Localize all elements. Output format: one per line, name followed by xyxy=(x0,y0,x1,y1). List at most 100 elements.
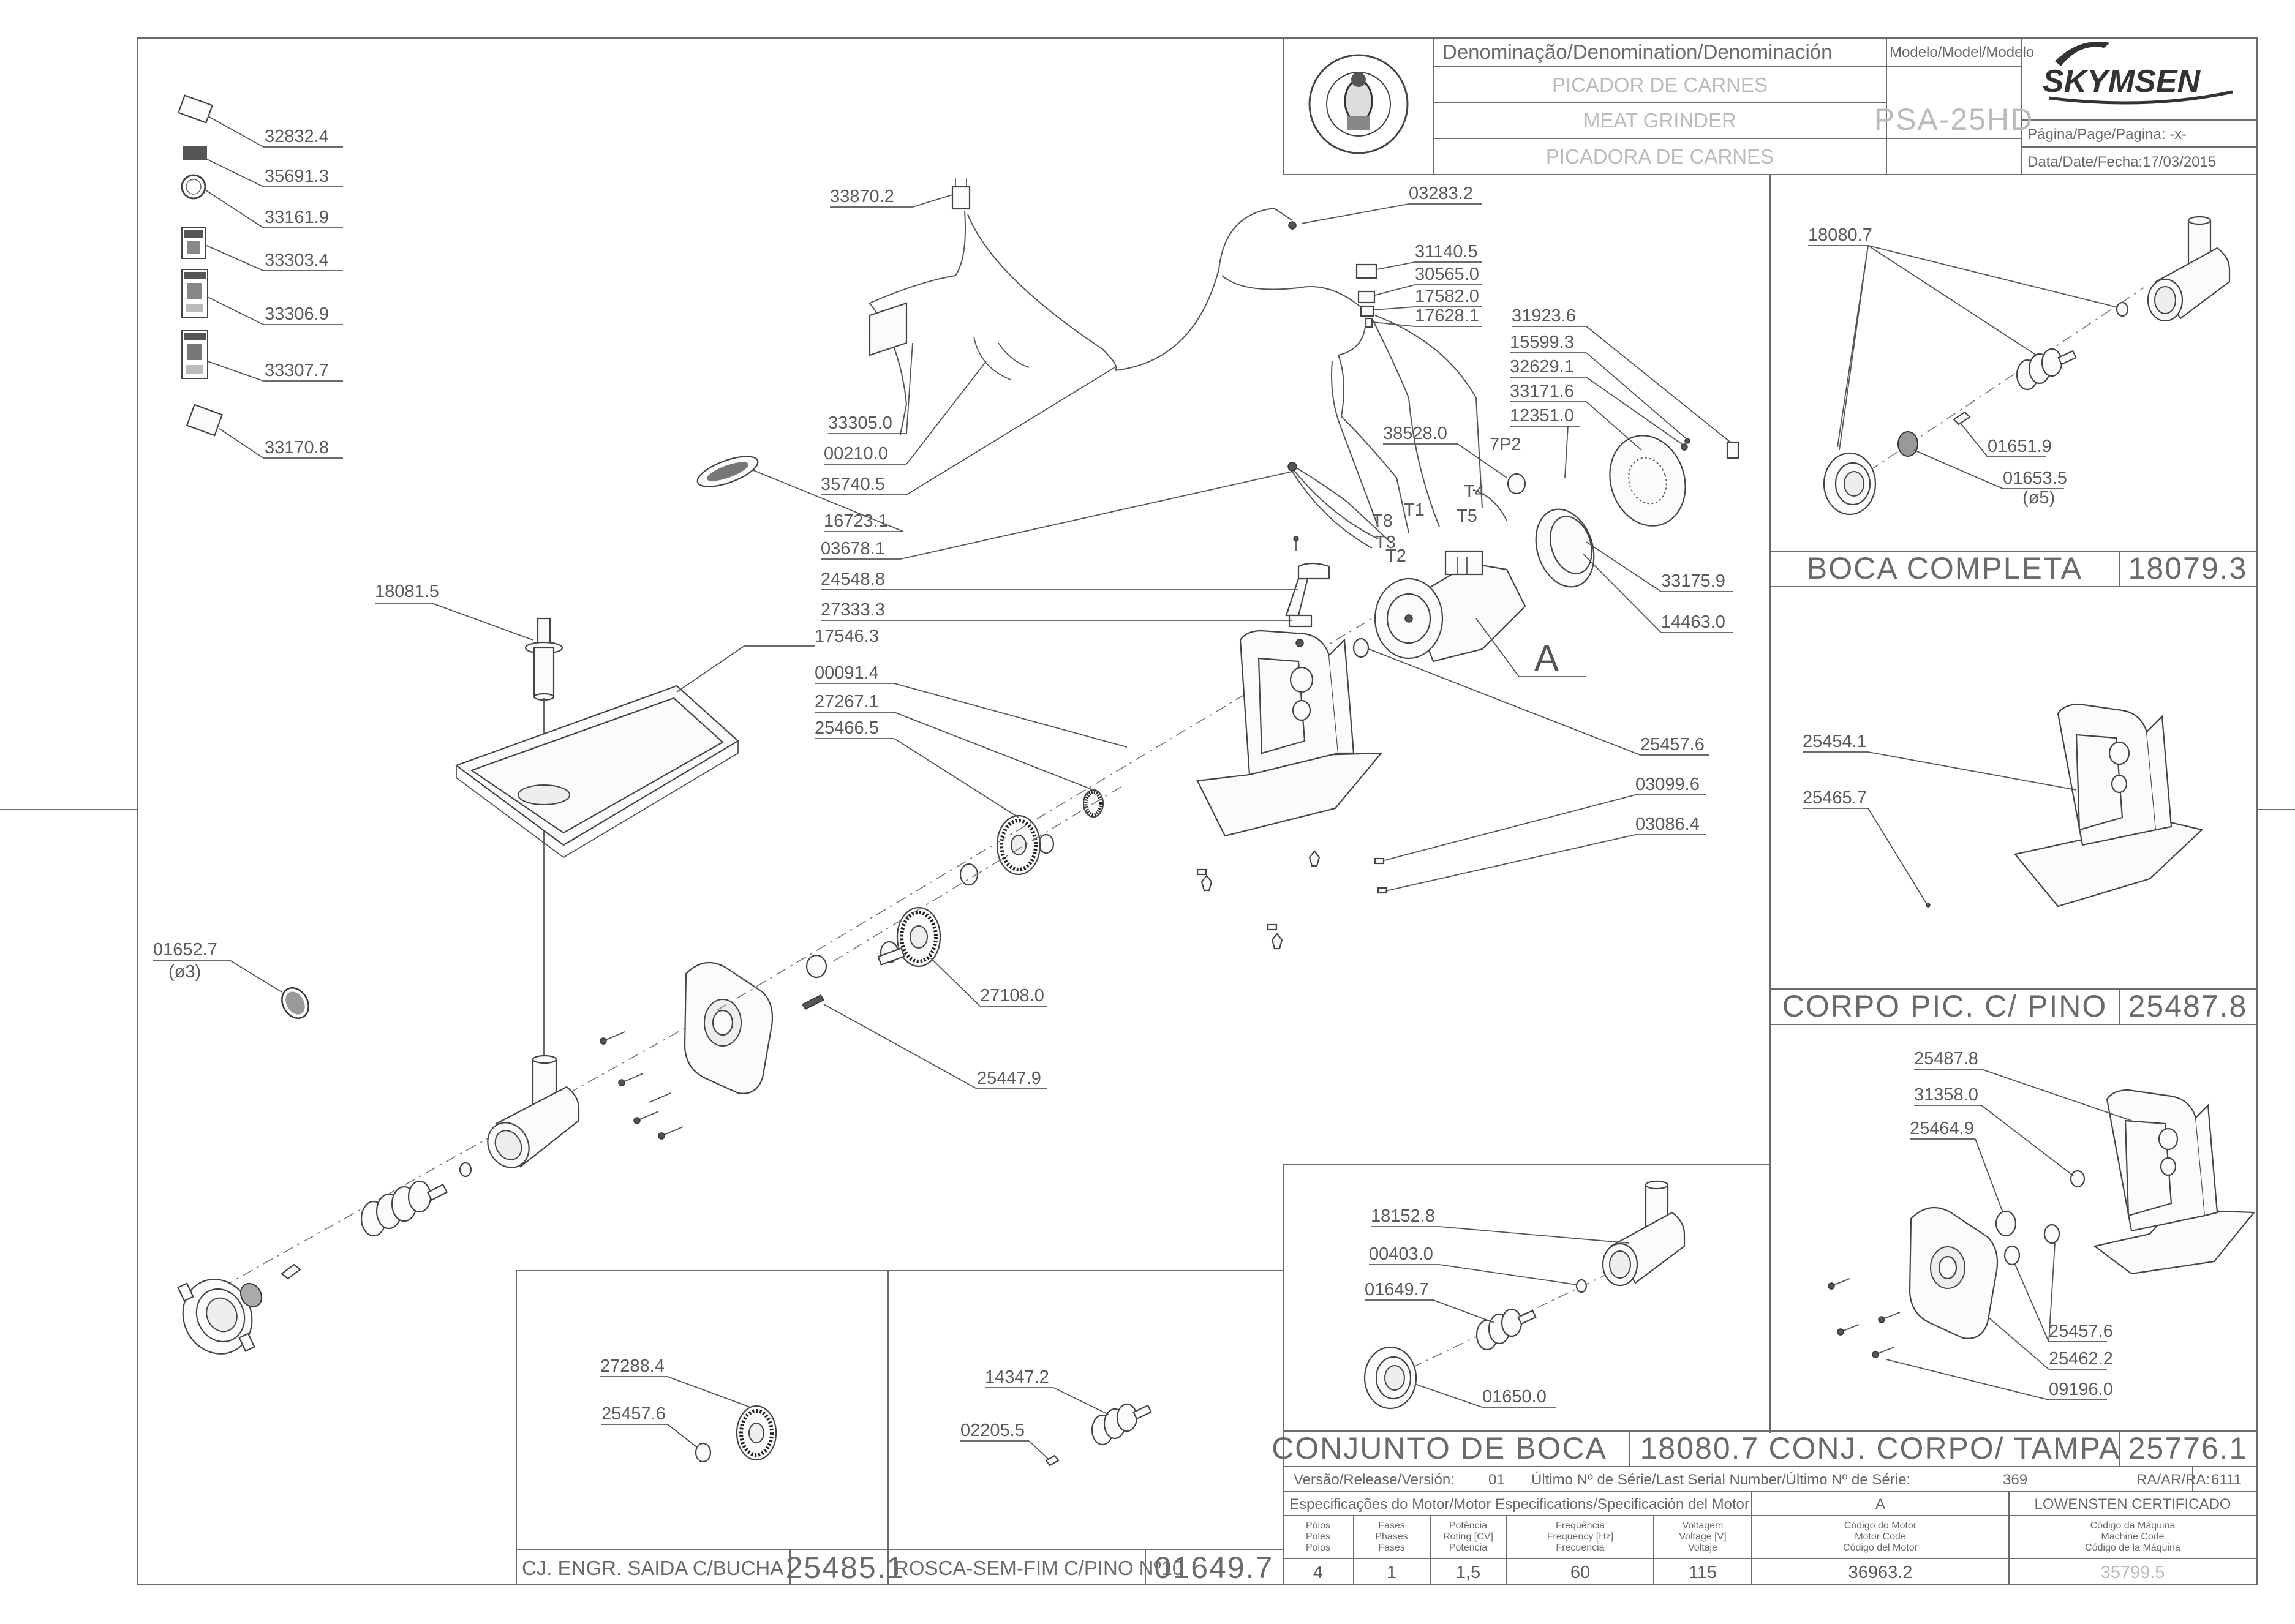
tray-17546 xyxy=(454,685,739,859)
label-7p2: 7P2 xyxy=(1490,435,1521,454)
label-03678-1: 03678.1 xyxy=(821,539,885,558)
pusher-18081 xyxy=(524,617,563,701)
feed-head-body xyxy=(487,1054,580,1168)
spec-head: Pólos xyxy=(1306,1521,1330,1531)
cb-head-body xyxy=(1602,1180,1686,1287)
serial-label: Último Nº de Série/Last Serial Number/Úl… xyxy=(1531,1472,1910,1488)
spec-head: Polos xyxy=(1306,1543,1330,1553)
cb-worm xyxy=(1475,1308,1537,1351)
label-18081-5: 18081.5 xyxy=(375,582,439,601)
title-boca-completa: BOCA COMPLETA xyxy=(1807,551,2082,585)
decal-33305 xyxy=(869,302,908,356)
worm-screw xyxy=(360,1180,448,1237)
label-24548-8: 24548.8 xyxy=(821,570,885,589)
label-02205-5: 02205.5 xyxy=(960,1421,1025,1440)
head-screws xyxy=(600,1031,684,1140)
spec-head: Frecuencia xyxy=(1556,1543,1604,1553)
label-01652-7-note: (ø3) xyxy=(168,962,201,982)
title-conjunto-boca: CONJUNTO DE BOCA xyxy=(1272,1431,1607,1465)
label-25466-5: 25466.5 xyxy=(815,718,879,738)
sheet-frame xyxy=(0,37,2295,1585)
name-es: PICADORA DE CARNES xyxy=(1546,145,1774,168)
main-callouts: 33870.2 33305.0 00210.0 35740.5 16723.1 … xyxy=(753,184,1733,1089)
motor-spec-table: Especificações do Motor/Motor Especifica… xyxy=(1289,1496,2231,1582)
label-00403-0: 00403.0 xyxy=(1369,1244,1433,1264)
label-25462-2: 25462.2 xyxy=(2049,1349,2113,1369)
code-conjunto-boca: 18080.7 xyxy=(1640,1431,1760,1465)
spec-head: Código del Motor xyxy=(1843,1543,1918,1553)
label-t4: T4 xyxy=(1464,482,1485,502)
label-33307-7: 33307.7 xyxy=(265,361,329,380)
spec-head: Fases xyxy=(1378,1521,1405,1531)
label-01651-9: 01651.9 xyxy=(1988,437,2052,456)
spec-col-frequency: Freqüência Frequency [Hz] Frecuencia 60 xyxy=(1547,1521,1613,1582)
label-27267-1: 27267.1 xyxy=(815,692,879,712)
model-header: Modelo/Model/Modelo xyxy=(1890,44,2034,61)
certificate-text: LOWENSTEN CERTIFICADO xyxy=(2035,1496,2231,1513)
corpo-body-drawing xyxy=(2014,703,2204,908)
label-25454-1: 25454.1 xyxy=(1803,732,1867,751)
label-01653-5-note: (ø5) xyxy=(2022,488,2055,508)
gear-25466 xyxy=(996,814,1041,876)
plug-33870 xyxy=(951,178,971,210)
panel-cj-engr: 27288.4 25457.6 CJ. ENGR. SAIDA C/BUCHA … xyxy=(522,1356,903,1585)
version-label: Versão/Release/Versión: xyxy=(1294,1472,1455,1488)
label-15599-3: 15599.3 xyxy=(1510,333,1574,352)
label-33306-9: 33306.9 xyxy=(265,304,329,324)
panel-rosca: 14347.2 02205.5 ROSCA-SEM-FIM C/PINO Nº1… xyxy=(894,1367,1272,1585)
label-17582-0: 17582.0 xyxy=(1415,287,1479,306)
model-code: PSA-25HD xyxy=(1874,102,2034,137)
bc-ring-nut xyxy=(1823,452,1877,516)
label-01649-7-cb: 01649.7 xyxy=(1365,1280,1429,1299)
panel-corpo-pic: 25454.1 25465.7 CORPO PIC. C/ PINO 25487… xyxy=(1782,703,2246,1023)
cb-ring-nut xyxy=(1363,1346,1417,1410)
label-31140-5: 31140.5 xyxy=(1415,242,1478,261)
label-18152-8: 18152.8 xyxy=(1371,1206,1435,1226)
code-conj-corpo: 25776.1 xyxy=(2128,1431,2248,1465)
label-27288-4: 27288.4 xyxy=(600,1356,665,1376)
title-corpo-pic: CORPO PIC. C/ PINO xyxy=(1782,989,2108,1023)
decal-32832 xyxy=(177,94,214,124)
spec-head: Voltagem xyxy=(1683,1521,1724,1531)
ring-nut xyxy=(177,1279,255,1355)
spec-value: 4 xyxy=(1313,1563,1323,1582)
label-t3: T3 xyxy=(1375,533,1396,552)
title-cj-engr: CJ. ENGR. SAIDA C/BUCHA xyxy=(522,1557,783,1579)
label-33170-8: 33170.8 xyxy=(265,438,329,457)
panel-conj-corpo: 25487.8 31358.0 25464.9 25457.6 25462.2 … xyxy=(1769,1049,2256,1465)
label-t1: T1 xyxy=(1404,500,1425,520)
panel-boca-completa: 18080.7 01651.9 01653.5 xyxy=(1807,216,2246,585)
fan-cover-33175 xyxy=(1535,508,1595,588)
bc-worm xyxy=(2016,348,2077,391)
cj-gear xyxy=(736,1405,777,1461)
feet xyxy=(1196,850,1388,950)
label-00091-4: 00091.4 xyxy=(815,663,879,683)
label-01652-7: 01652.7 xyxy=(153,940,217,960)
label-31923-6: 31923.6 xyxy=(1512,306,1576,326)
ra-value: 6111 xyxy=(2211,1472,2242,1488)
name-pt: PICADOR DE CARNES xyxy=(1552,73,1768,96)
label-33303-4: 33303.4 xyxy=(265,250,329,270)
spec-head: Voltaje xyxy=(1688,1543,1717,1553)
label-25457-6-cj: 25457.6 xyxy=(601,1404,666,1424)
switch-parts xyxy=(1355,263,1377,328)
label-35691-3: 35691.3 xyxy=(265,167,329,186)
label-33161-9: 33161.9 xyxy=(265,208,329,227)
label-01650-0: 01650.0 xyxy=(1482,1387,1547,1407)
date-label: Data/Date/Fecha:17/03/2015 xyxy=(2027,154,2216,170)
label-t8: T8 xyxy=(1372,511,1393,531)
cc-cover xyxy=(1909,1206,1999,1339)
label-t5: T5 xyxy=(1457,506,1477,526)
motor-spec-header: Especificações do Motor/Motor Especifica… xyxy=(1289,1496,1749,1513)
decal-35691 xyxy=(183,146,207,160)
name-en: MEAT GRINDER xyxy=(1583,109,1736,132)
label-33305-0: 33305.0 xyxy=(828,413,892,433)
spec-head: Phases xyxy=(1375,1532,1408,1542)
label-25487-8-cc: 25487.8 xyxy=(1914,1049,1978,1069)
label-t2: T2 xyxy=(1385,546,1406,566)
title-block: Denominação/Denomination/Denominación PI… xyxy=(1308,40,2233,170)
feed-head-exploded xyxy=(177,618,1373,1355)
label-33171-6: 33171.6 xyxy=(1510,382,1574,401)
spec-col-voltage: Voltagem Voltage [V] Voltaje 115 xyxy=(1679,1521,1726,1582)
